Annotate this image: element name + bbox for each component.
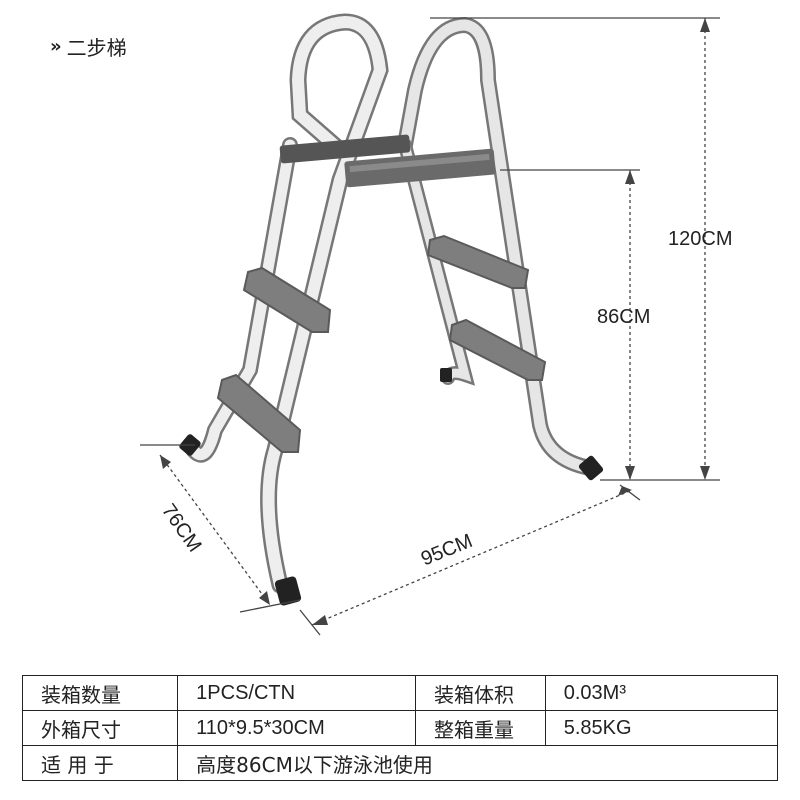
spec-value: 0.03M³ — [544, 675, 779, 711]
spec-value: 高度86CM以下游泳池使用 — [177, 745, 778, 781]
table-row: 外箱尺寸 110*9.5*30CM 整箱重量 5.85KG — [21, 710, 779, 746]
spec-key: 整箱重量 — [414, 710, 546, 746]
ladder-illustration — [140, 13, 720, 636]
total-height-label: 120CM — [668, 228, 733, 250]
spec-key: 装箱体积 — [414, 675, 546, 711]
spec-key: 适 用 于 — [21, 745, 179, 781]
spec-value: 110*9.5*30CM — [177, 710, 416, 746]
crossbars — [279, 134, 496, 188]
spec-key: 装箱数量 — [21, 675, 179, 711]
page-title: » 二步梯 — [50, 32, 127, 61]
ladder-steps — [216, 234, 547, 453]
table-row: 装箱数量 1PCS/CTN 装箱体积 0.03M³ — [21, 675, 779, 711]
step-height-label: 86CM — [597, 306, 651, 328]
spec-value: 1PCS/CTN — [177, 675, 416, 711]
dimension-arrows — [160, 18, 710, 625]
double-chevron-right-icon: » — [50, 36, 62, 57]
table-row: 适 用 于 高度86CM以下游泳池使用 — [21, 745, 778, 781]
spec-table: 装箱数量 1PCS/CTN 装箱体积 0.03M³ 外箱尺寸 110*9.5*3… — [21, 675, 779, 781]
dimension-lines — [140, 17, 720, 636]
spec-value: 5.85KG — [544, 710, 779, 746]
spec-key: 外箱尺寸 — [21, 710, 179, 746]
page-title-text: 二步梯 — [66, 36, 127, 60]
